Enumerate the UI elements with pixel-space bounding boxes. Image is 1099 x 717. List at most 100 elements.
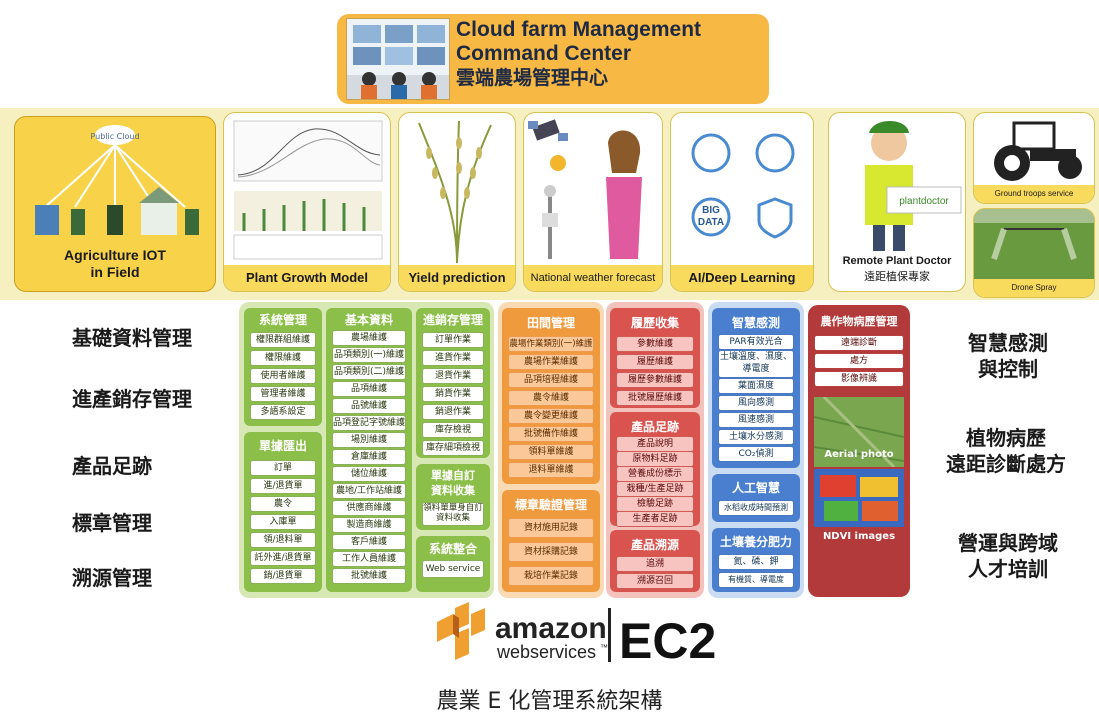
list-item: 履歷參數維護 bbox=[616, 372, 694, 388]
list-item: 參數維護 bbox=[616, 336, 694, 352]
list-item: 退料單維護 bbox=[508, 462, 594, 478]
list-item: 權限維護 bbox=[250, 350, 316, 366]
product-origin-title: 產品溯源 bbox=[630, 538, 679, 552]
label-verification-title: 標章驗證管理 bbox=[514, 498, 587, 512]
smart-sensing-title: 智慧感測 bbox=[731, 316, 780, 330]
aws-amazon-text: amazon bbox=[495, 612, 607, 645]
list-item: 處方 bbox=[814, 353, 904, 369]
col-product-origin: 產品溯源 追溯 溯源召回 bbox=[610, 530, 700, 592]
card-doctor: plantdoctor Remote Plant Doctor 遠距植保專家 bbox=[828, 112, 966, 292]
left-label-mark: 標章管理 bbox=[72, 511, 152, 535]
list-item: 品項登記字號維護 bbox=[332, 415, 406, 431]
list-item: 農地/工作站維護 bbox=[332, 483, 406, 499]
doctor-caption-en: Remote Plant Doctor bbox=[842, 255, 952, 267]
list-item: 品項維護 bbox=[332, 381, 406, 397]
list-item: 訂單作業 bbox=[422, 332, 484, 348]
list-item: 入庫單 bbox=[250, 514, 316, 530]
list-item: 領料單維護 bbox=[508, 444, 594, 460]
list-item: 水稻收成時間預測 bbox=[718, 500, 794, 516]
col-stock-management: 進銷存管理 訂單作業 進貨作業 退貨作業 銷貨作業 銷退作業 庫存檢視 庫存細項… bbox=[416, 308, 490, 458]
list-item: 使用者維護 bbox=[250, 368, 316, 384]
stock-management-title: 進銷存管理 bbox=[422, 313, 483, 327]
card-ground: Ground troops service bbox=[973, 112, 1095, 204]
rice-illustration bbox=[418, 120, 492, 264]
list-item: 庫存檢視 bbox=[422, 422, 484, 438]
list-item: 原物料足跡 bbox=[616, 451, 694, 467]
list-item: 葉面濕度 bbox=[718, 378, 794, 394]
command-center-title: Cloud farm Management Command Center 雲端農… bbox=[456, 18, 766, 90]
field-management-title: 田間管理 bbox=[526, 316, 575, 330]
list-item: 製造商維護 bbox=[332, 517, 406, 533]
doctor-caption-zh: 遠距植保專家 bbox=[864, 270, 930, 283]
list-item: 產品說明 bbox=[616, 436, 694, 452]
list-item: 風向感測 bbox=[718, 395, 794, 411]
ai-caption: AI/Deep Learning bbox=[671, 265, 813, 291]
list-item: 資材採購記錄 bbox=[508, 542, 594, 562]
list-item: 銷貨作業 bbox=[422, 386, 484, 402]
col-integration: 系統整合 Web service bbox=[416, 536, 490, 592]
card-yield: Yield prediction bbox=[398, 112, 516, 292]
list-item: 生產者足跡 bbox=[616, 511, 694, 527]
list-item: 農場維護 bbox=[332, 330, 406, 346]
plant-doctor-illustration: plantdoctor bbox=[865, 121, 962, 251]
list-item: 營養成份標示 bbox=[616, 466, 694, 482]
ndvi-image bbox=[814, 469, 904, 527]
list-item: 批號維護 bbox=[332, 568, 406, 584]
col-field-management: 田間管理 農場作業類別(一)維護 農場作業維護 品項培程維護 農令維護 農令變更… bbox=[502, 308, 600, 484]
list-item: 領/退料單 bbox=[250, 532, 316, 548]
list-item: 銷退作業 bbox=[422, 404, 484, 420]
growth-caption: Plant Growth Model bbox=[224, 265, 390, 291]
left-label-footprint: 產品足跡 bbox=[72, 454, 152, 478]
list-item: 履歷維護 bbox=[616, 354, 694, 370]
list-item: 遠端診斷 bbox=[814, 335, 904, 351]
list-item: 倉庫維護 bbox=[332, 449, 406, 465]
list-item: 庫存細項檢視 bbox=[422, 440, 484, 456]
bill-export-title: 單據匯出 bbox=[258, 439, 307, 453]
list-item: 風速感測 bbox=[718, 412, 794, 428]
card-iot: Public Cloud Agriculture IOT in Field bbox=[14, 116, 216, 292]
col-soil-fertility: 土壤養分肥力 氮、磷、鉀 有機質、導電度 bbox=[712, 528, 800, 592]
aws-ec2-logo: amazon webservices ™ EC2 bbox=[433, 600, 718, 670]
list-item: 農場作業類別(一)維護 bbox=[508, 336, 594, 352]
list-item: 儲位維護 bbox=[332, 466, 406, 482]
list-item: 品項類別(一)維護 bbox=[332, 347, 406, 363]
list-item: 進/退貨單 bbox=[250, 478, 316, 494]
left-label-stock: 進產銷存管理 bbox=[72, 387, 192, 411]
list-item: 銷/退貨單 bbox=[250, 568, 316, 584]
list-item: 品項培程維護 bbox=[508, 372, 594, 388]
col-system-management: 系統管理 權限群組維護 權限維護 使用者維護 管理者維護 多語系設定 bbox=[244, 308, 322, 426]
ec2-text: EC2 bbox=[619, 613, 716, 669]
right-label-disease: 植物病歷遠距診斷處方 bbox=[946, 426, 1066, 476]
left-label-base: 基礎資料管理 bbox=[72, 326, 192, 350]
growth-chart-illustration bbox=[233, 120, 383, 260]
yield-caption: Yield prediction bbox=[399, 265, 515, 291]
list-item: 供應商維護 bbox=[332, 500, 406, 516]
command-center-line2: Command Center bbox=[456, 42, 632, 65]
aws-tm-text: ™ bbox=[600, 643, 608, 652]
aerial-photo-caption: Aerial photo bbox=[824, 449, 894, 460]
system-management-title: 系統管理 bbox=[258, 313, 307, 327]
diagram-footer-title: 農業 E 化管理系統架構 bbox=[436, 689, 663, 714]
disease-title: 農作物病歷管理 bbox=[820, 315, 898, 328]
list-item: 影像辨識 bbox=[814, 371, 904, 387]
list-item: 管理者維護 bbox=[250, 386, 316, 402]
soil-fertility-title: 土壤養分肥力 bbox=[719, 535, 792, 549]
weather-caption: National weather forecast bbox=[524, 265, 662, 291]
col-basic-data: 基本資料 農場維護 品項類別(一)維護 品項類別(二)維護 品項維護 品號維護 … bbox=[326, 308, 412, 592]
card-ai: BIG DATA AI/Deep Learning bbox=[670, 112, 814, 292]
list-item: 進貨作業 bbox=[422, 350, 484, 366]
list-item: 農令 bbox=[250, 496, 316, 512]
col-label-verification: 標章驗證管理 資材施用記錄 資材採購記錄 栽培作業記錄 bbox=[502, 490, 600, 592]
list-item: 退貨作業 bbox=[422, 368, 484, 384]
col-product-footprint: 產品足跡 產品說明 原物料足跡 營養成份標示 栽種/生產足跡 檢驗足跡 生產者足… bbox=[610, 412, 700, 527]
list-item: PAR有效光合 bbox=[718, 334, 794, 350]
command-center-line3: 雲端農場管理中心 bbox=[456, 67, 609, 89]
list-item: 農令變更維護 bbox=[508, 408, 594, 424]
list-item: 訂單 bbox=[250, 460, 316, 476]
list-item: 多語系設定 bbox=[250, 404, 316, 420]
artificial-intelligence-title: 人工智慧 bbox=[731, 481, 780, 495]
list-item: 品項類別(二)維護 bbox=[332, 364, 406, 380]
list-item: 栽種/生產足跡 bbox=[616, 481, 694, 497]
list-item: 批號履歷維護 bbox=[616, 390, 694, 406]
tractor-illustration bbox=[994, 121, 1082, 181]
